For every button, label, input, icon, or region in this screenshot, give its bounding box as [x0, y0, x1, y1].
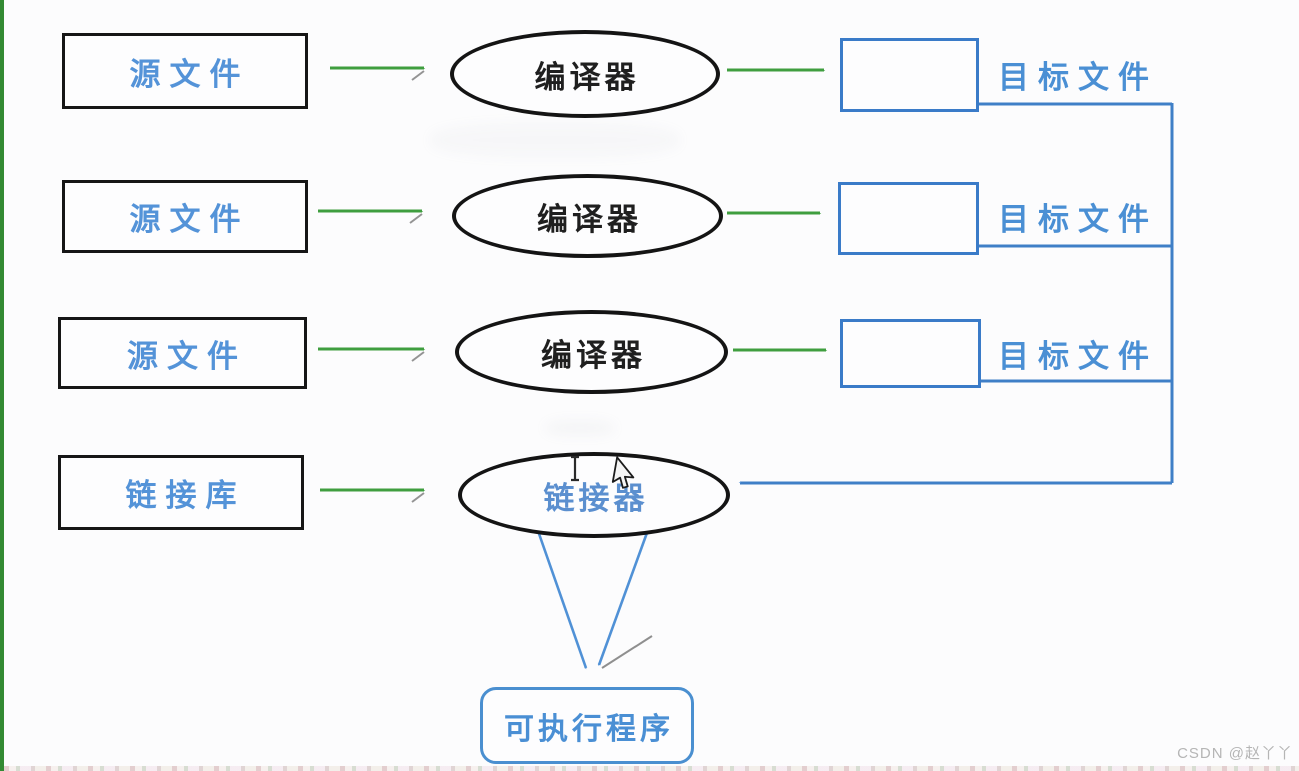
source-file-box-1: 源文件	[62, 33, 308, 109]
link-library-label: 链接库	[125, 478, 246, 513]
ghost-artifact	[545, 420, 615, 436]
arrowhead-artifact	[411, 70, 425, 81]
object-file-label-3: 目标文件	[998, 339, 1158, 374]
bottom-video-artifact-strip	[4, 766, 1299, 771]
arrow-linker-to-executable-left	[535, 527, 586, 668]
linker-ellipse: 链接器	[458, 452, 730, 538]
object-file-label-2: 目标文件	[998, 202, 1158, 237]
executable-label: 可执行程序	[504, 712, 674, 746]
arrowhead-artifact	[601, 635, 653, 669]
arrowhead-artifact	[411, 492, 425, 503]
executable-box: 可执行程序	[480, 687, 694, 764]
watermark-text: CSDN @赵丫丫	[1177, 745, 1293, 762]
source-file-box-3: 源文件	[58, 317, 307, 389]
compiler-label-1: 编译器	[534, 59, 640, 95]
compiler-ellipse-1: 编译器	[450, 30, 720, 118]
source-file-box-2: 源文件	[62, 180, 308, 253]
compiler-label-2: 编译器	[537, 201, 642, 237]
arrow-linker-to-executable-right	[599, 529, 650, 665]
compiler-ellipse-3: 编译器	[455, 310, 728, 394]
source-file-label-3: 源文件	[127, 338, 247, 374]
arrowhead-artifact	[409, 213, 423, 224]
left-edge-bar	[0, 0, 4, 771]
arrowhead-artifact	[411, 351, 425, 362]
object-file-label-1: 目标文件	[998, 60, 1158, 95]
object-file-box-2	[838, 182, 979, 255]
compiler-ellipse-2: 编译器	[452, 174, 723, 258]
text-cursor-icon	[571, 455, 579, 482]
link-library-box: 链接库	[58, 455, 304, 530]
ghost-artifact	[430, 122, 680, 158]
source-file-label-1: 源文件	[129, 56, 250, 92]
source-file-label-2: 源文件	[129, 202, 250, 237]
mouse-pointer-icon	[611, 456, 635, 489]
compiler-label-3: 编译器	[541, 337, 646, 373]
object-file-box-1	[840, 38, 979, 112]
object-file-box-3	[840, 319, 981, 388]
